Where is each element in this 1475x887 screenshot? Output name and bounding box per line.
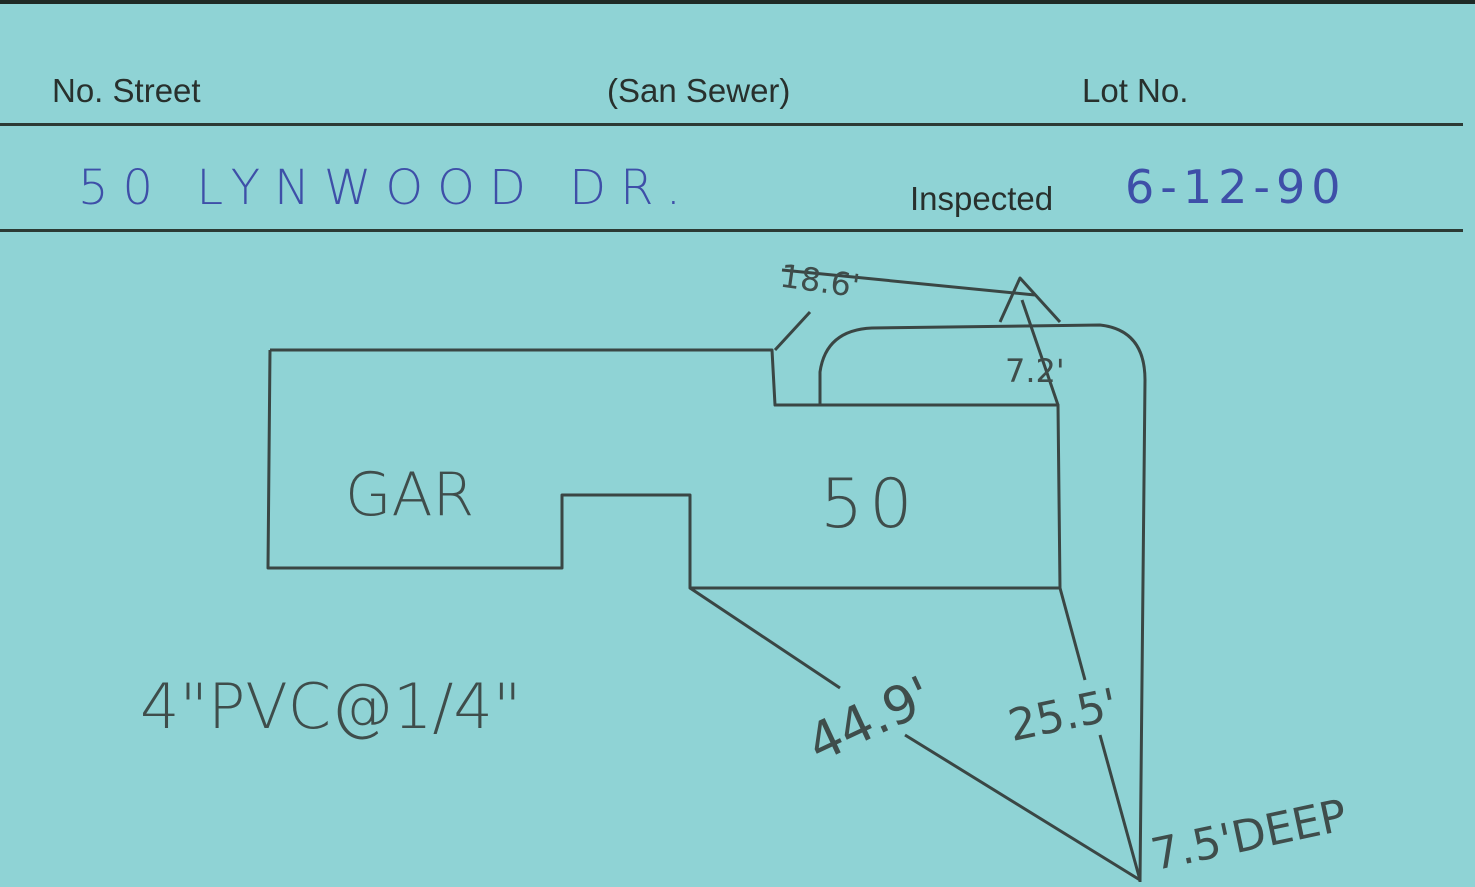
inspected-label: Inspected	[910, 180, 1054, 217]
card-top-edge	[0, 0, 1475, 4]
pipe-note: 4"PVC@1/4"	[140, 670, 522, 743]
header-rule	[0, 123, 1463, 126]
dim-line-top	[781, 268, 1036, 297]
lot-label: Lot No.	[1082, 72, 1189, 109]
overhang-outline	[818, 323, 1147, 883]
dim-side: 7.2'	[1005, 352, 1065, 390]
inspected-date: 6-12-90	[1125, 160, 1347, 214]
no-street-label: No. Street	[52, 72, 201, 109]
garage-label: GAR	[345, 460, 475, 530]
sewer-line-diagonal	[689, 586, 841, 690]
house-number: 50	[820, 465, 919, 544]
type-label: (San Sewer)	[607, 72, 791, 109]
sewer-line-right	[1058, 587, 1087, 681]
address-value: 50 LYNWOOD DR.	[78, 160, 696, 216]
address-rule	[0, 229, 1463, 232]
